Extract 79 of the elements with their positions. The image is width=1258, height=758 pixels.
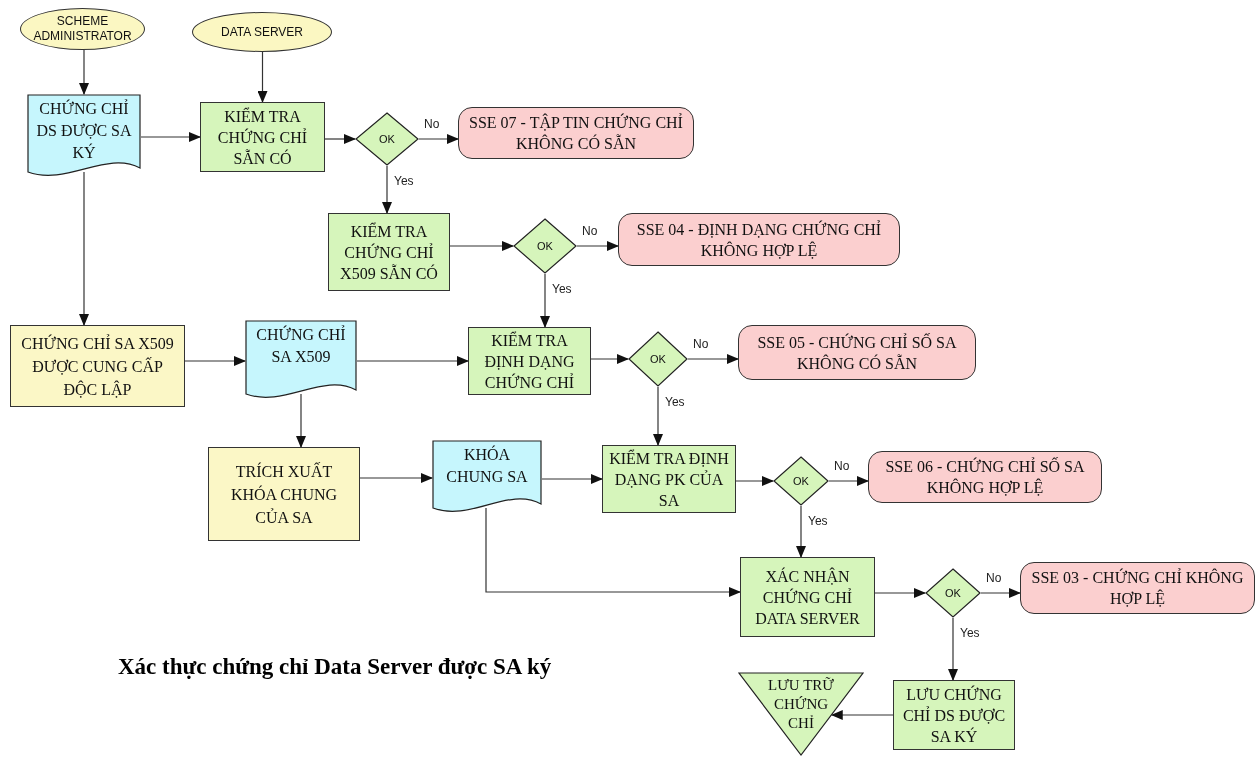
arrow <box>541 474 603 484</box>
arrow <box>382 165 392 214</box>
arrow <box>418 134 459 144</box>
arrow <box>359 473 433 483</box>
node-label: KIỂM TRA ĐỊNH DẠNG CHỨNG CHỈ <box>483 330 576 393</box>
node-label: KHÓA CHUNG SA <box>445 444 529 487</box>
arrow <box>257 51 268 103</box>
node-label: SSE 04 - ĐỊNH DẠNG CHỨNG CHỈ KHÔNG HỢP LỆ <box>635 219 883 261</box>
node-label: LƯU TRỮ CHỨNG CHỈ <box>767 676 835 733</box>
arrow <box>796 505 806 558</box>
arrow <box>79 49 89 95</box>
node-label: CHỨNG CHỈ DS ĐƯỢC SA KÝ <box>35 98 133 163</box>
decision-diamond <box>355 112 419 166</box>
error-box <box>458 107 694 159</box>
edge-label: No <box>985 571 1003 585</box>
process-box <box>740 557 875 637</box>
process-box <box>602 445 736 513</box>
error-box <box>618 213 900 266</box>
process-box <box>10 325 185 407</box>
node-label: XÁC NHẬN CHỨNG CHỈ DATA SERVER <box>754 566 861 629</box>
edge-label: No <box>581 224 599 238</box>
edge-label: No <box>833 459 851 473</box>
node-label: OK <box>650 352 666 366</box>
arrow <box>576 241 619 251</box>
arrow <box>296 393 306 448</box>
node-label: LƯU CHỨNG CHỈ DS ĐƯỢC SA KÝ <box>901 684 1007 747</box>
arrow <box>948 617 958 681</box>
arrow <box>653 386 663 446</box>
decision-diamond <box>773 456 829 506</box>
node-label: KIỂM TRA ĐỊNH DẠNG PK CỦA SA <box>608 448 730 511</box>
arrow <box>356 356 469 366</box>
node-label: SSE 06 - CHỨNG CHỈ SỐ SA KHÔNG HỢP LỆ <box>884 456 1086 498</box>
storage-triangle <box>738 672 864 756</box>
decision-diamond <box>925 568 981 618</box>
arrow <box>79 171 89 326</box>
arrow <box>324 134 356 144</box>
node-label: SSE 05 - CHỨNG CHỈ SỐ SA KHÔNG CÓ SẴN <box>756 332 958 374</box>
arrow <box>485 507 741 597</box>
node-label: SCHEME ADMINISTRATOR <box>32 14 133 44</box>
error-box <box>1020 562 1255 614</box>
error-box <box>868 451 1102 503</box>
edge-label: Yes <box>664 395 686 409</box>
edge-label: No <box>692 337 710 351</box>
edge-label: Yes <box>393 174 415 188</box>
arrow <box>449 241 514 251</box>
decision-diamond <box>628 331 688 387</box>
arrow <box>540 273 550 328</box>
node-label: KIỂM TRA CHỨNG CHỈ SẴN CÓ <box>216 106 309 169</box>
arrow <box>590 354 629 364</box>
arrow <box>980 588 1021 598</box>
arrow <box>874 588 926 598</box>
arrow <box>687 354 739 364</box>
edge-label: Yes <box>959 626 981 640</box>
edge-label: No <box>423 117 441 131</box>
node-label: SSE 07 - TẬP TIN CHỨNG CHỈ KHÔNG CÓ SẴN <box>468 112 684 154</box>
error-box <box>738 325 976 380</box>
edge-label: Yes <box>807 514 829 528</box>
decision-diamond <box>513 218 577 274</box>
process-box <box>208 447 360 541</box>
process-box <box>200 102 325 172</box>
node-label: CHỨNG CHỈ SA X509 <box>255 324 347 367</box>
process-box <box>328 213 450 291</box>
process-box <box>468 327 591 395</box>
node-label: OK <box>537 239 553 253</box>
node-label: OK <box>793 474 809 488</box>
node-label: OK <box>945 586 961 600</box>
node-label: CHỨNG CHỈ SA X509 ĐƯỢC CUNG CẤP ĐỘC LẬP <box>20 333 175 400</box>
node-label: DATA SERVER <box>220 24 304 40</box>
process-box <box>893 680 1015 750</box>
edge-label: Yes <box>551 282 573 296</box>
arrow <box>184 356 246 366</box>
node-label: OK <box>379 132 395 146</box>
diagram-title: Xác thực chứng chỉ Data Server được SA ký <box>118 653 552 681</box>
arrow <box>828 476 869 486</box>
node-label: SSE 03 - CHỨNG CHỈ KHÔNG HỢP LỆ <box>1030 567 1245 609</box>
node-label: TRÍCH XUẤT KHÓA CHUNG CỦA SA <box>229 461 339 528</box>
arrow <box>735 476 774 486</box>
arrow <box>140 132 201 142</box>
node-label: KIỂM TRA CHỨNG CHỈ X509 SẴN CÓ <box>339 221 439 284</box>
